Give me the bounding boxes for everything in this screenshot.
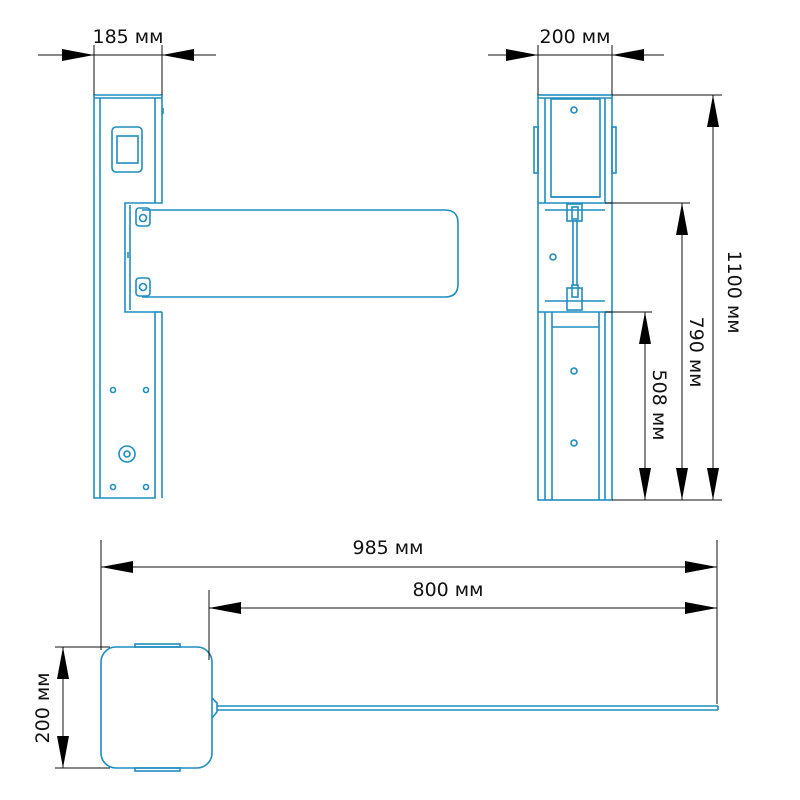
dim-overall-length: 985 мм	[353, 537, 424, 559]
side-view	[533, 94, 617, 501]
bolt-icon	[135, 207, 151, 297]
barrier-arm	[142, 209, 459, 298]
dimension-lines	[38, 45, 722, 769]
dim-front-width: 185 мм	[93, 26, 164, 48]
dim-total-height: 1100 мм	[723, 250, 745, 333]
dim-arm-bottom-height: 508 мм	[648, 370, 670, 441]
dim-arm-top-height: 790 мм	[685, 317, 707, 388]
front-view	[93, 94, 459, 499]
dim-arm-length: 800 мм	[413, 579, 484, 601]
display-icon	[111, 126, 143, 173]
dim-plan-width: 200 мм	[32, 673, 54, 744]
lock-icon	[118, 445, 136, 463]
plan-view	[100, 643, 719, 772]
dim-side-width: 200 мм	[540, 26, 611, 48]
